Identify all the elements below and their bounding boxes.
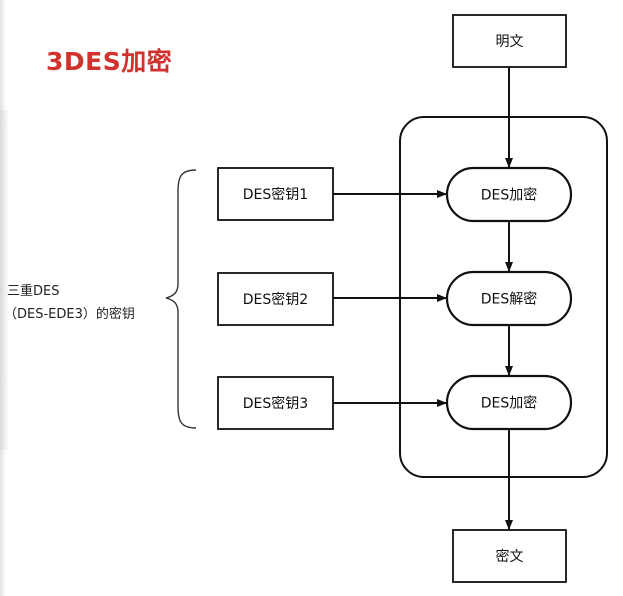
stage1-label: DES加密: [481, 187, 538, 204]
des-encrypt-stage-1: DES加密: [445, 166, 573, 223]
stage2-label: DES解密: [481, 291, 538, 308]
key-group-brace: [165, 169, 197, 429]
plaintext-label: 明文: [496, 34, 524, 50]
ciphertext-box: 密文: [452, 529, 567, 583]
key-group-label-line2: （DES-EDE3）的密钥: [4, 306, 135, 322]
key3-label: DES密钥3: [243, 395, 308, 412]
key2-label: DES密钥2: [243, 291, 308, 308]
stage3-label: DES加密: [481, 395, 538, 412]
key1-label: DES密钥1: [243, 186, 308, 203]
slide-title: 3DES加密: [46, 47, 173, 76]
key-group-label-line1: 三重DES: [7, 283, 59, 299]
des-encrypt-stage-3: DES加密: [445, 374, 573, 431]
plaintext-box: 明文: [452, 14, 567, 68]
key3-box: DES密钥3: [217, 376, 334, 430]
key2-box: DES密钥2: [217, 272, 334, 326]
left-edge-shadow-band: [0, 110, 9, 450]
des-decrypt-stage-2: DES解密: [445, 270, 573, 327]
key1-box: DES密钥1: [217, 167, 334, 221]
ciphertext-label: 密文: [496, 548, 524, 565]
